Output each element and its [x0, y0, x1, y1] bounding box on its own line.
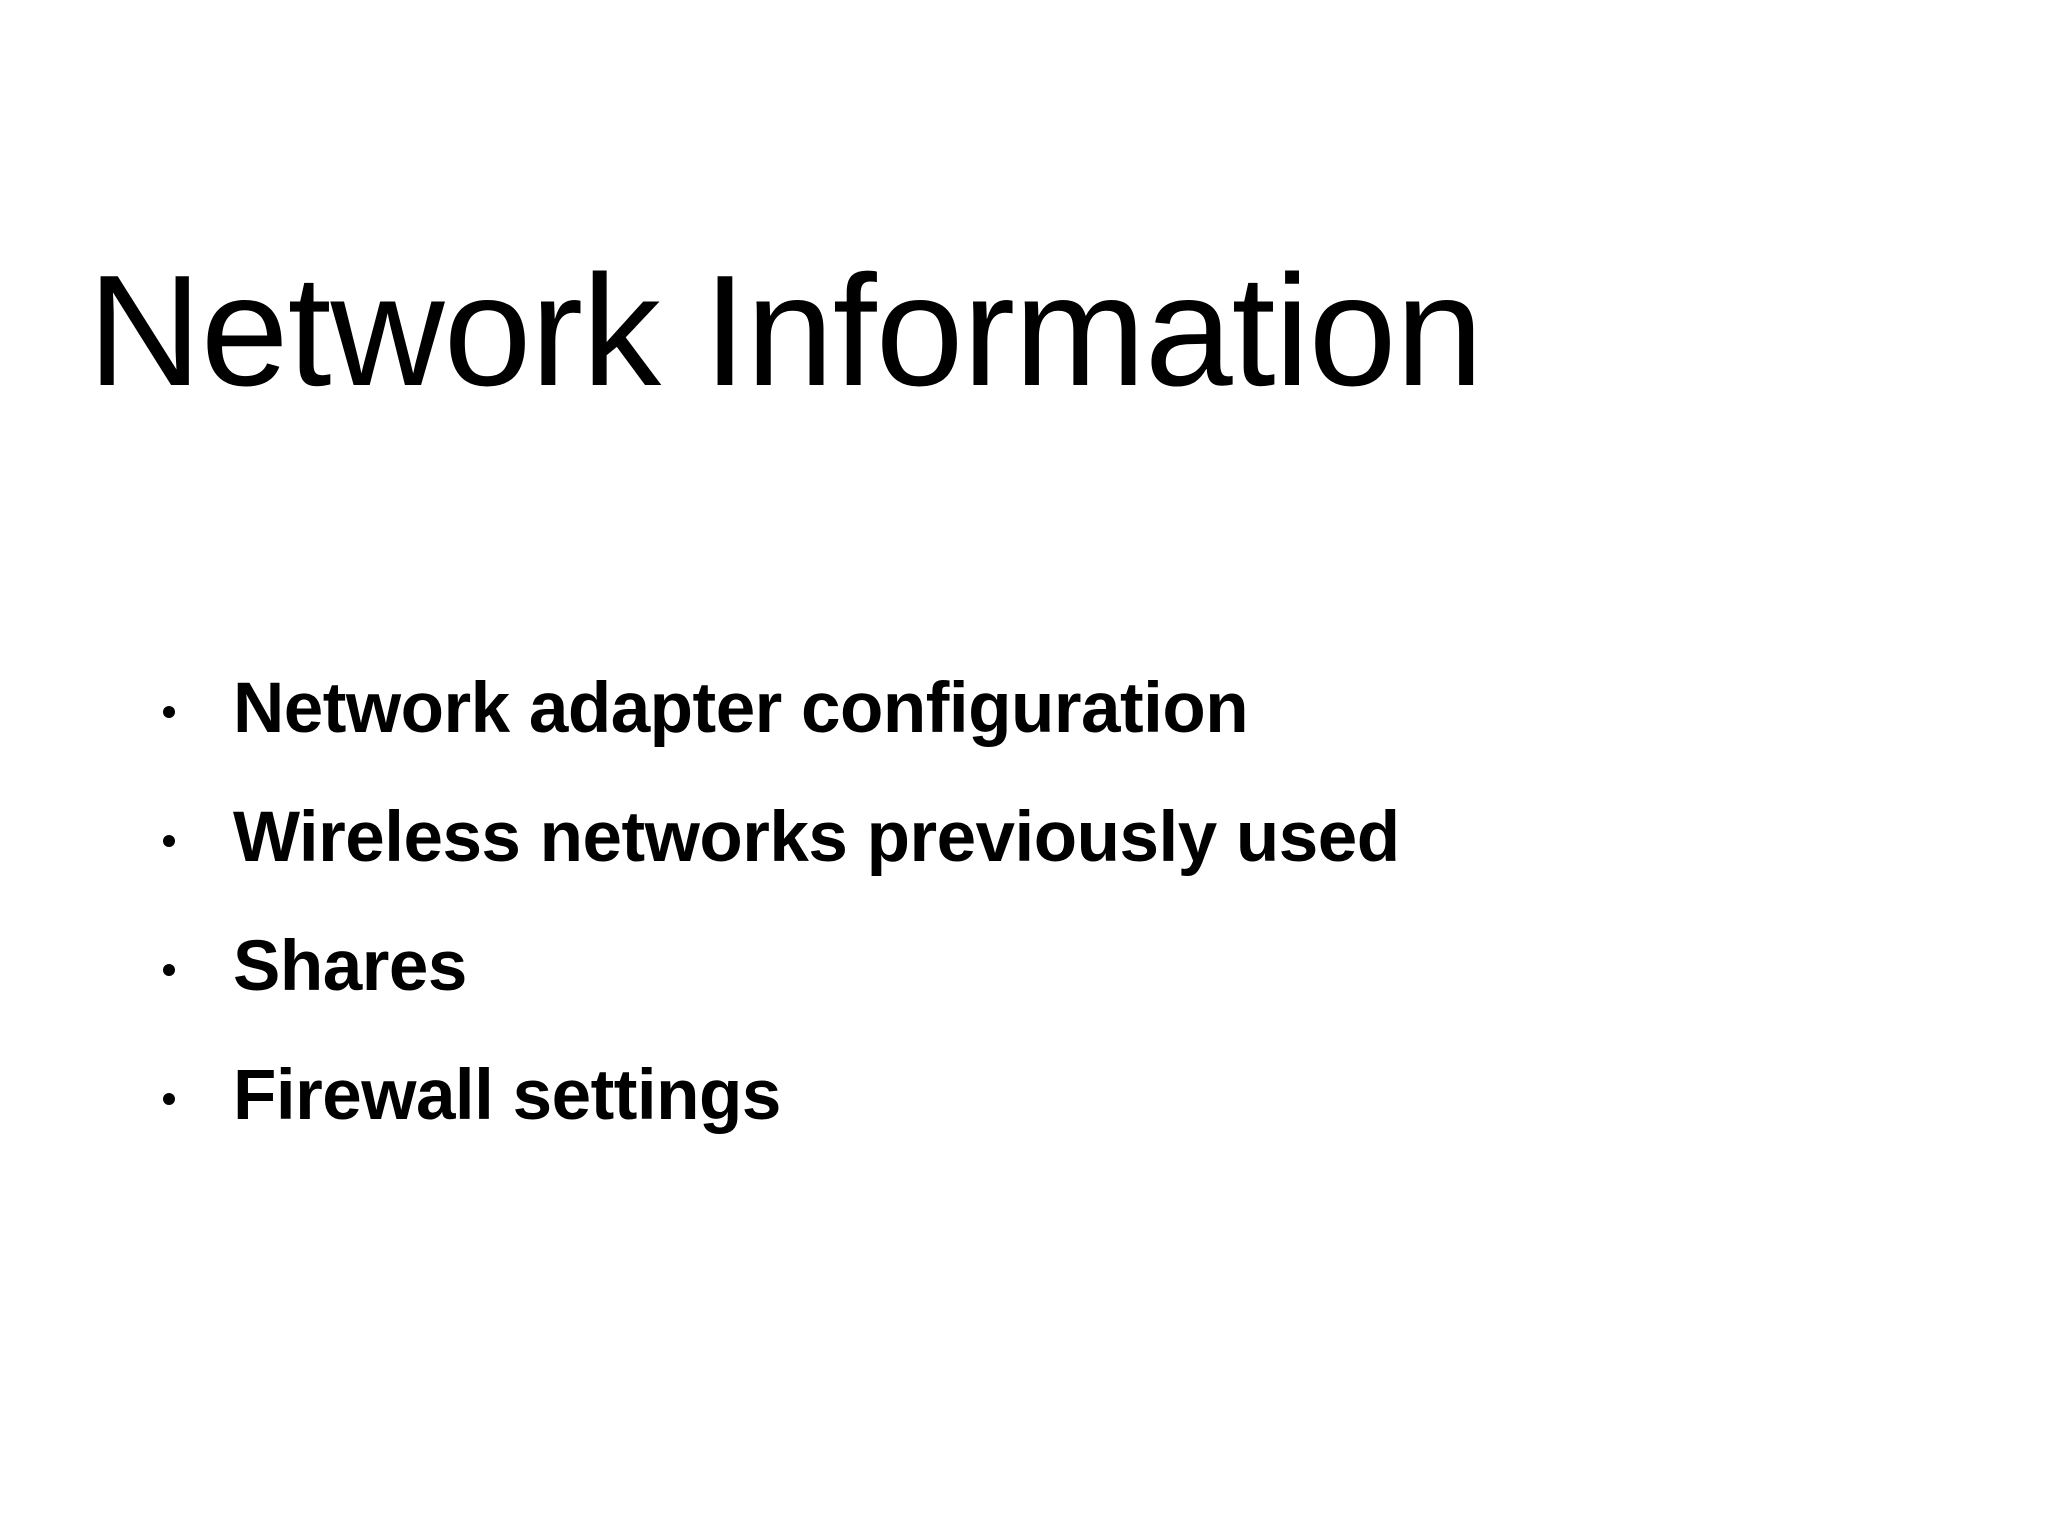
list-item: Firewall settings: [150, 1051, 1910, 1180]
bullet-dot-icon: [163, 964, 175, 976]
list-item: Wireless networks previously used: [150, 793, 1910, 922]
bullet-dot-icon: [163, 706, 175, 718]
list-item-label: Shares: [233, 927, 467, 1006]
list-item: Shares: [150, 922, 1910, 1051]
bullet-list: Network adapter configuration Wireless n…: [150, 664, 1910, 1180]
bullet-dot-icon: [163, 1093, 175, 1105]
page-title: Network Information: [87, 242, 1484, 419]
list-item-label: Network adapter configuration: [233, 669, 1249, 748]
bullet-dot-icon: [163, 835, 175, 847]
list-item: Network adapter configuration: [150, 664, 1910, 793]
list-item-label: Firewall settings: [233, 1056, 781, 1135]
list-item-label: Wireless networks previously used: [233, 798, 1400, 877]
